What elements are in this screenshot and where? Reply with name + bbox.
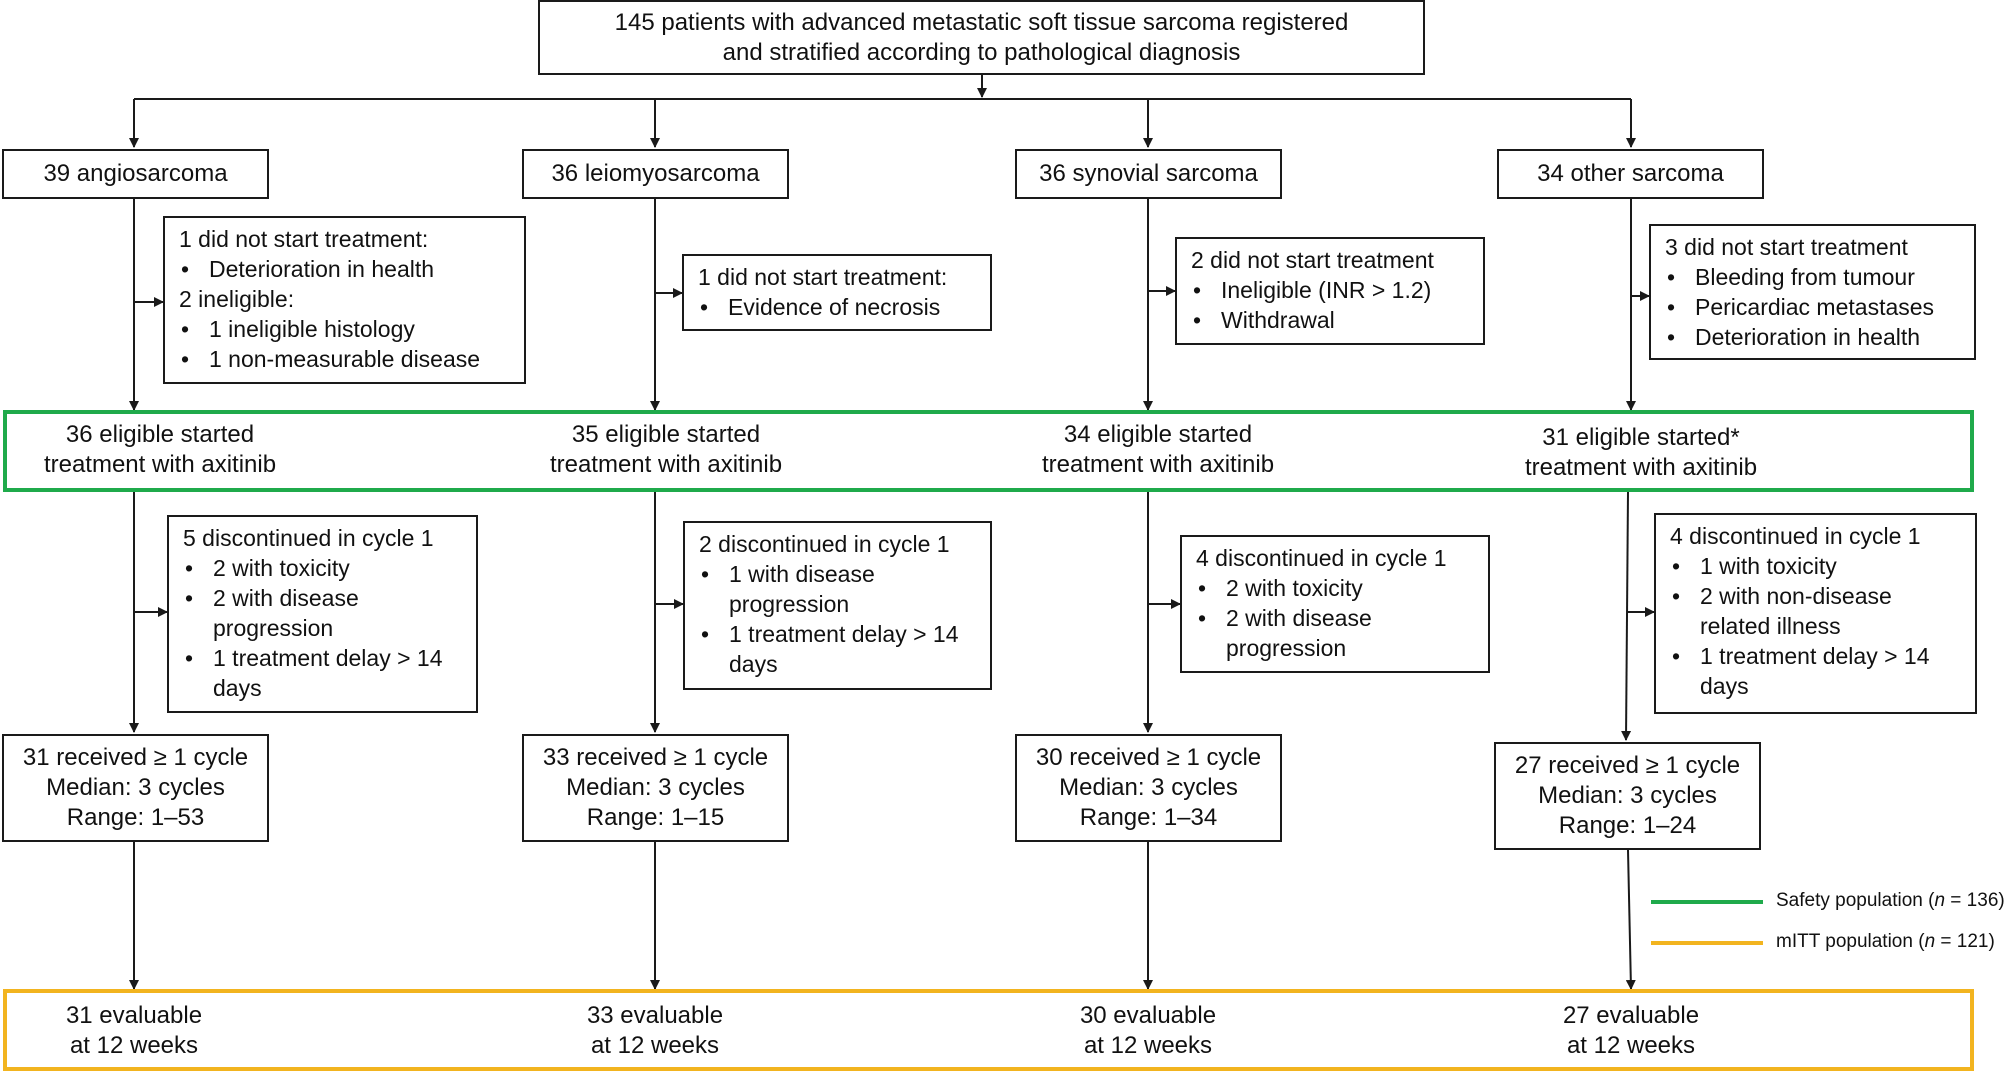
discontinued-box-leiomyosarcoma: 2 discontinued in cycle 11 with disease … [683,521,992,690]
exclusion-box-angiosarcoma: 1 did not start treatment:Deterioration … [163,216,526,384]
bullet-item: 1 with toxicity [1670,551,1965,581]
legend-safety-label: Safety population (n = 136) [1776,890,2005,911]
list-heading: 5 discontinued in cycle 1 [183,525,434,551]
arm-synovial-sarcoma-box: 36 synovial sarcoma [1015,149,1282,199]
bullet-item: 2 with disease progression [1196,603,1478,663]
registration-box: 145 patients with advanced metastatic so… [538,0,1425,75]
bullet-item: Evidence of necrosis [698,292,980,322]
list-heading: 2 did not start treatment [1191,247,1434,273]
item-list: 3 did not start treatmentBleeding from t… [1665,232,1964,352]
item-list: 5 discontinued in cycle 12 with toxicity… [183,523,466,703]
bullet-item: Pericardiac metastases [1665,292,1964,322]
bullet-item: 1 non-measurable disease [179,344,514,374]
bullet-item: 2 with disease progression [183,583,466,643]
bullet-item: 1 treatment delay > 14 days [183,643,466,703]
list-heading: 2 discontinued in cycle 1 [699,531,950,557]
arm-label: 36 synovial sarcoma [1039,160,1258,187]
arm-label: 39 angiosarcoma [43,160,228,187]
bullet-item: 1 treatment delay > 14 days [1670,641,1965,701]
registration-line-2: and stratified according to pathological… [722,38,1241,66]
list-heading: 1 did not start treatment: [179,226,429,252]
arm-angiosarcoma-box: 39 angiosarcoma [2,149,269,199]
item-list: 2 discontinued in cycle 11 with disease … [699,529,980,679]
item-list: 4 discontinued in cycle 11 with toxicity… [1670,521,1965,701]
arm-other-sarcoma-box: 34 other sarcoma [1497,149,1764,199]
bullet-item: 1 treatment delay > 14 days [699,619,980,679]
discontinued-box-angiosarcoma: 5 discontinued in cycle 12 with toxicity… [167,515,478,713]
started-text-other-sarcoma: 31 eligible started*treatment with axiti… [1524,424,1758,481]
bullet-item: 1 with disease progression [699,559,980,619]
mitt-population-band [3,989,1974,1071]
item-list: 2 did not start treatmentIneligible (INR… [1191,245,1473,335]
bullet-item: Deterioration in health [1665,322,1964,352]
list-heading: 4 discontinued in cycle 1 [1196,545,1447,571]
bullet-item: 2 with toxicity [183,553,466,583]
discontinued-box-synovial-sarcoma: 4 discontinued in cycle 12 with toxicity… [1180,535,1490,673]
item-list: 1 did not start treatment:Deterioration … [179,224,514,374]
exclusion-box-leiomyosarcoma: 1 did not start treatment:Evidence of ne… [682,254,992,331]
exclusion-box-synovial-sarcoma: 2 did not start treatmentIneligible (INR… [1175,237,1485,345]
bullet-item: 1 ineligible histology [179,314,514,344]
registration-line-1: 145 patients with advanced metastatic so… [614,8,1349,36]
bullet-item: 2 with toxicity [1196,573,1478,603]
list-heading: 1 did not start treatment: [698,264,948,290]
bullet-item: Withdrawal [1191,305,1473,335]
bullet-item: 2 with non-disease related illness [1670,581,1965,641]
list-heading: 2 ineligible: [179,286,295,312]
list-heading: 4 discontinued in cycle 1 [1670,523,1921,549]
legend-safety-line [1651,900,1763,904]
legend-mitt-label: mITT population (n = 121) [1776,931,1995,952]
list-heading: 3 did not start treatment [1665,234,1908,260]
bullet-item: Deterioration in health [179,254,514,284]
item-list: 1 did not start treatment:Evidence of ne… [698,262,980,322]
bullet-item: Ineligible (INR > 1.2) [1191,275,1473,305]
bullet-item: Bleeding from tumour [1665,262,1964,292]
discontinued-box-other-sarcoma: 4 discontinued in cycle 11 with toxicity… [1654,513,1977,714]
item-list: 4 discontinued in cycle 12 with toxicity… [1196,543,1478,663]
safety-population-band [3,410,1974,492]
exclusion-box-other-sarcoma: 3 did not start treatmentBleeding from t… [1649,224,1976,360]
arm-label: 34 other sarcoma [1537,160,1724,187]
arm-leiomyosarcoma-box: 36 leiomyosarcoma [522,149,789,199]
legend-mitt-line [1651,941,1763,945]
arm-label: 36 leiomyosarcoma [551,160,760,187]
